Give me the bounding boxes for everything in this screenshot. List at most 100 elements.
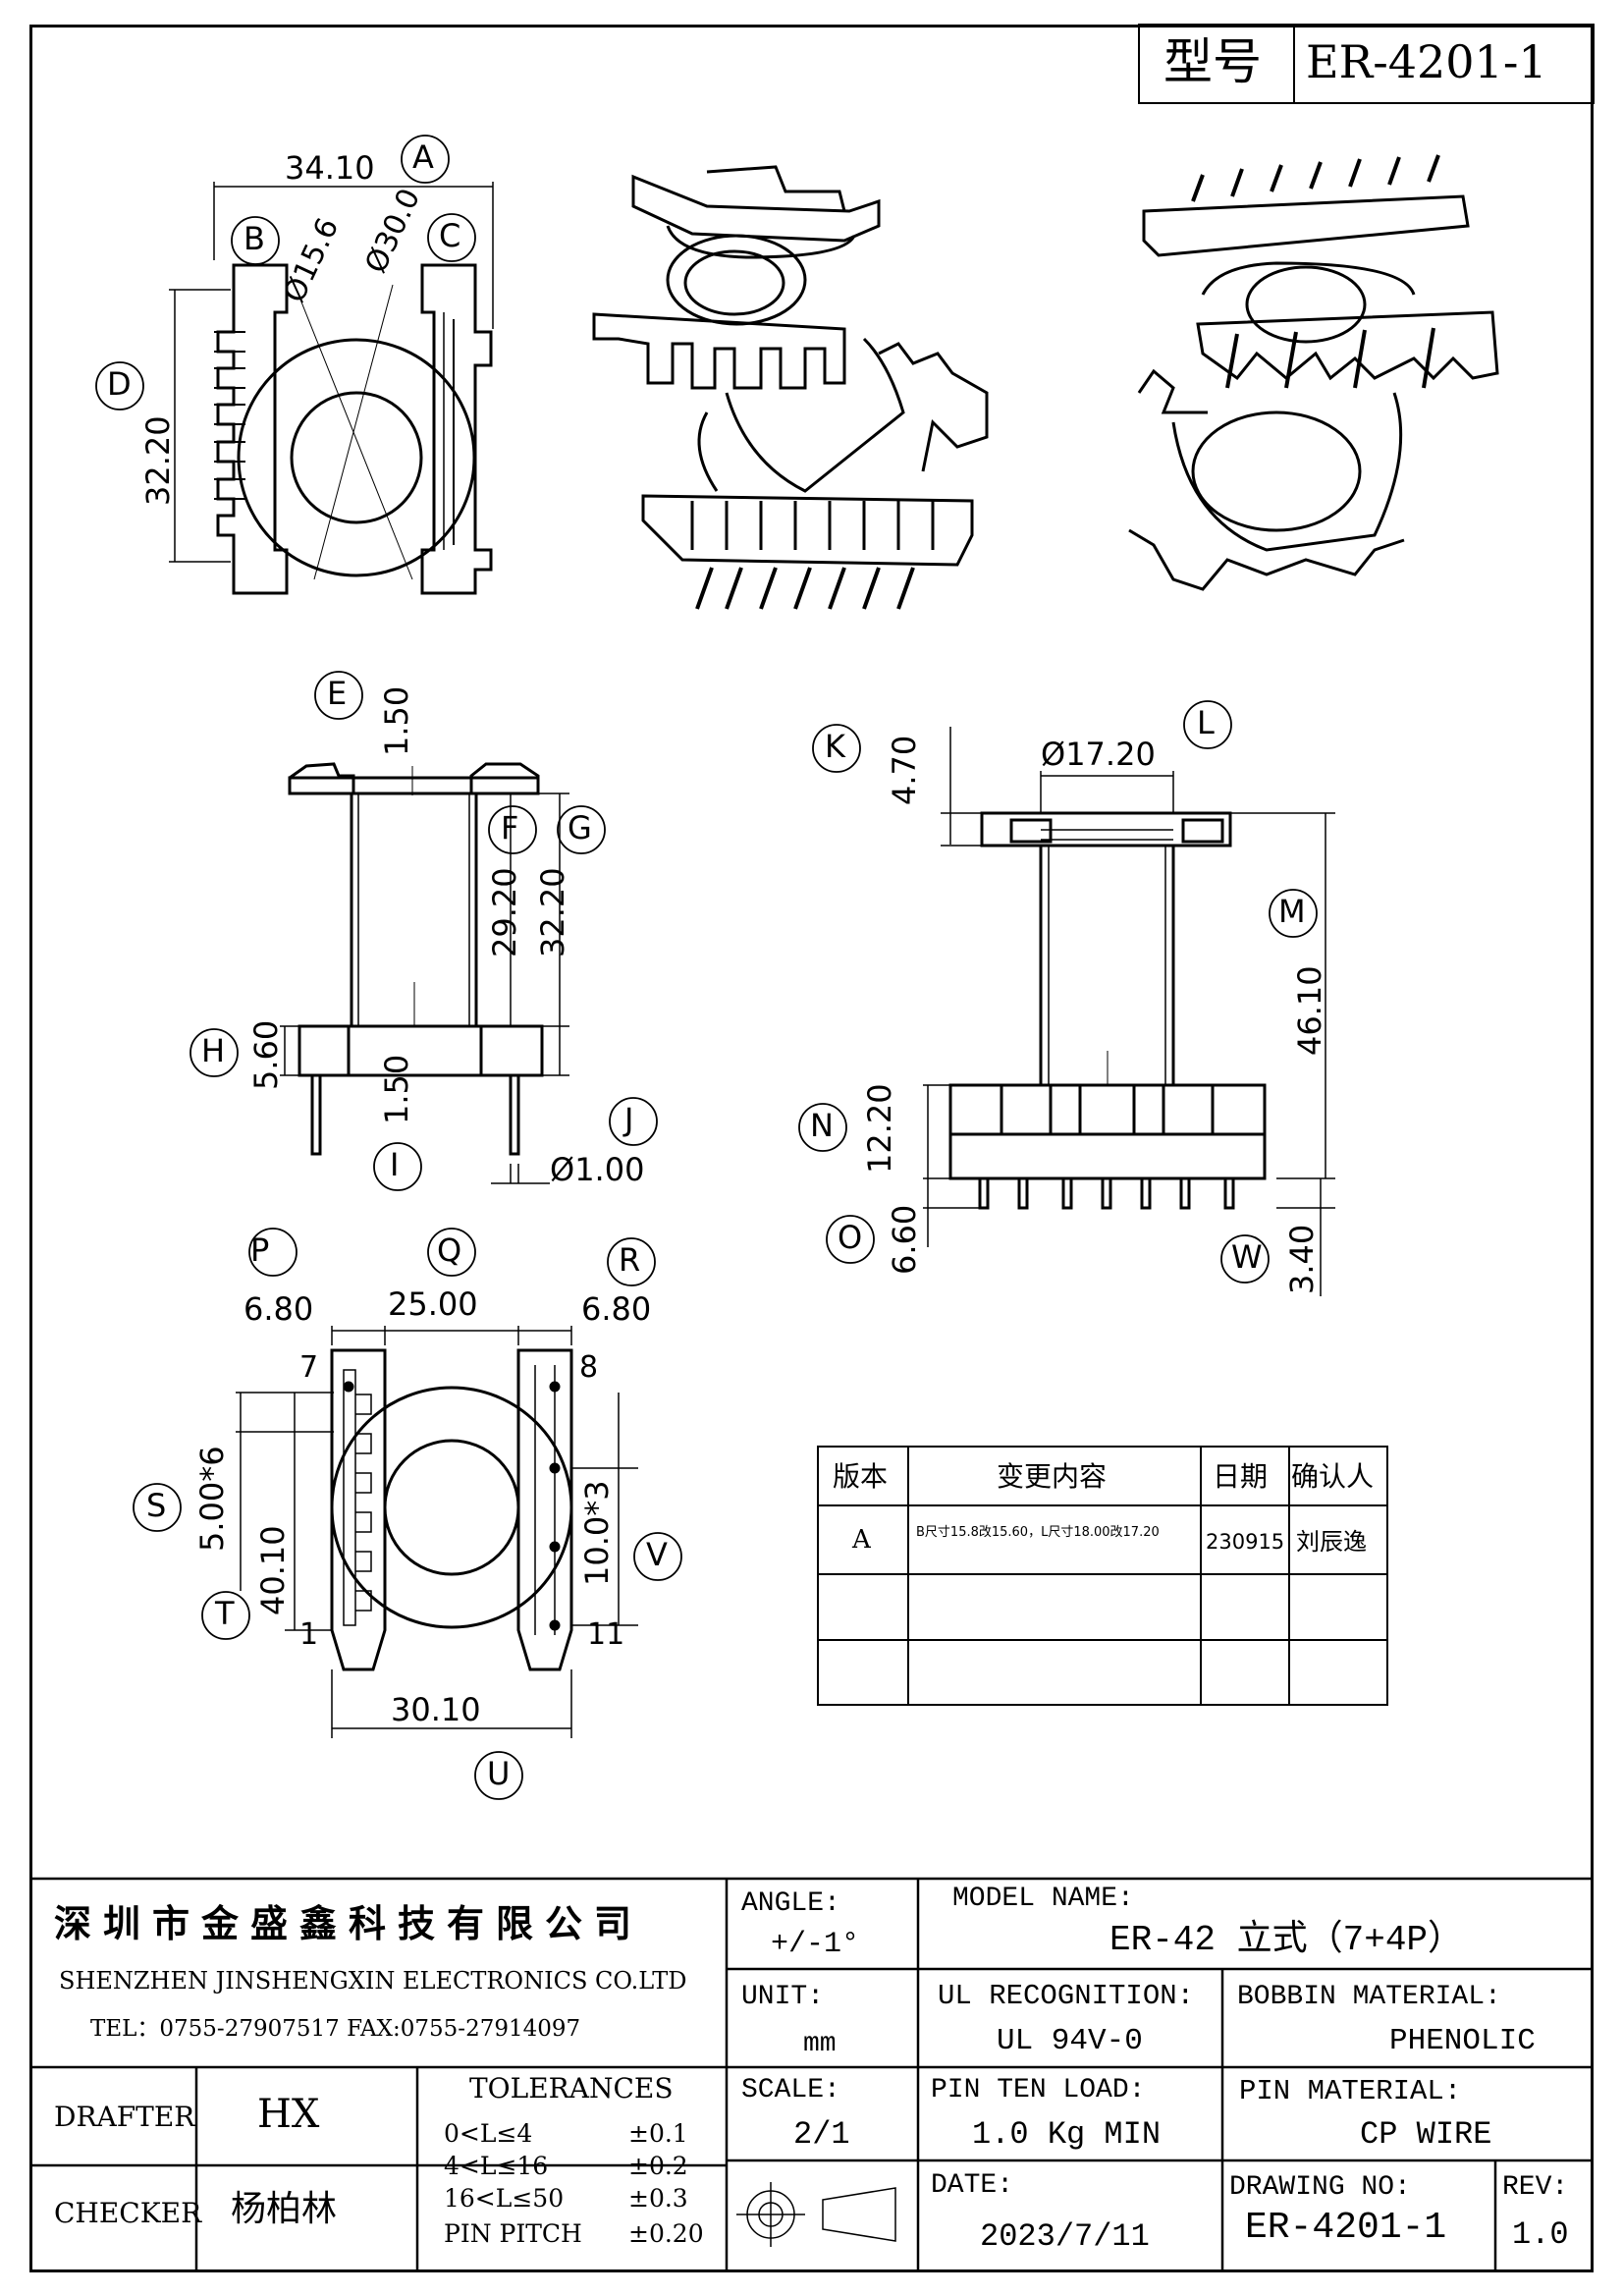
bottom-view	[330, 1348, 573, 1671]
tol-range-1: 0<L≤4	[444, 2119, 533, 2148]
pin-material-value: CP WIRE	[1360, 2116, 1492, 2153]
callout-o: O	[838, 1219, 863, 1256]
dim-t: 40.10	[254, 1525, 292, 1615]
pin-7-label: 7	[299, 1350, 319, 1385]
tol-range-2: 4<L≤16	[444, 2152, 549, 2180]
dim-p: 6.80	[243, 1290, 314, 1328]
revision-table-grid	[817, 1446, 1388, 1706]
scale-value: 2/1	[793, 2116, 850, 2153]
unit-label: UNIT:	[741, 1982, 825, 2012]
rev-row-date: 230915	[1206, 1530, 1285, 1554]
callout-c: C	[439, 217, 461, 254]
dim-r: 6.80	[581, 1290, 652, 1328]
callout-j: J	[624, 1101, 634, 1138]
tolerances-label: TOLERANCES	[469, 2072, 674, 2105]
callout-i: I	[390, 1146, 400, 1183]
ul-label: UL RECOGNITION:	[938, 1980, 1195, 2012]
bobbin-label: BOBBIN MATERIAL:	[1237, 1982, 1501, 2012]
date-value: 2023/7/11	[980, 2218, 1150, 2255]
drawing-no-value: ER-4201-1	[1245, 2207, 1447, 2249]
drawing-no-label: DRAWING NO:	[1229, 2172, 1411, 2203]
drafter-value: HX	[257, 2092, 320, 2137]
pin-load-value: 1.0 Kg MIN	[972, 2116, 1162, 2153]
ul-value: UL 94V-0	[997, 2024, 1143, 2058]
bobbin-value: PHENOLIC	[1389, 2024, 1536, 2058]
dim-top-height: 32.20	[139, 415, 177, 506]
callout-u: U	[487, 1755, 511, 1792]
title-block-grid	[29, 1877, 1594, 2272]
callout-b: B	[243, 220, 265, 257]
pin-1-label: 1	[299, 1617, 319, 1652]
callout-v: V	[646, 1536, 668, 1573]
rev-header-change: 变更内容	[997, 1460, 1108, 1493]
company-contact: TEL：0755-27907517 FAX:0755-27914097	[90, 2016, 581, 2042]
dim-k: 4.70	[886, 735, 923, 805]
callout-r: R	[619, 1241, 641, 1279]
unit-value: mm	[803, 2029, 837, 2059]
rev-label: REV:	[1502, 2172, 1569, 2203]
drafter-label: DRAFTER	[54, 2101, 195, 2133]
company-name-en: SHENZHEN JINSHENGXIN ELECTRONICS CO.LTD	[59, 1967, 687, 1995]
tol-value-pitch: ±0.20	[628, 2219, 704, 2248]
dim-o: 6.60	[886, 1204, 923, 1275]
dim-v: 10.0*3	[578, 1480, 616, 1586]
pin-8-label: 8	[579, 1350, 599, 1385]
tol-range-pitch: PIN PITCH	[444, 2219, 582, 2248]
scale-label: SCALE:	[741, 2075, 840, 2105]
callout-h: H	[201, 1032, 226, 1069]
rev-row-by: 刘辰逸	[1296, 1528, 1367, 1556]
callout-w: W	[1231, 1238, 1263, 1276]
dim-q: 25.00	[388, 1285, 478, 1323]
callout-a: A	[412, 138, 434, 176]
company-name-cn: 深圳市金盛鑫科技有限公司	[54, 1901, 644, 1945]
pin-material-label: PIN MATERIAL:	[1239, 2075, 1462, 2107]
iso-view-1	[592, 165, 989, 610]
top-view	[214, 263, 493, 595]
dim-f: 29.20	[486, 867, 523, 957]
dim-j: Ø1.00	[550, 1151, 645, 1188]
model-label: MODEL NAME:	[952, 1884, 1134, 1914]
pin-load-label: PIN TEN LOAD:	[931, 2075, 1146, 2105]
dim-n: 12.20	[861, 1083, 898, 1174]
rev-header-date: 日期	[1213, 1460, 1269, 1493]
callout-n: N	[810, 1107, 834, 1144]
header-box	[1138, 24, 1595, 104]
model-value: ER-42 立式（7+4P）	[1109, 1920, 1464, 1960]
drawing-frame	[29, 25, 1594, 2272]
rev-header-by: 确认人	[1291, 1460, 1375, 1493]
callout-m: M	[1278, 893, 1306, 930]
dim-top-width: 34.10	[285, 149, 375, 187]
dim-i: 1.50	[378, 1054, 415, 1124]
rev-value: 1.0	[1512, 2216, 1569, 2253]
callout-f: F	[501, 809, 519, 847]
dim-s: 5.00*6	[193, 1446, 231, 1552]
callout-p: P	[250, 1231, 270, 1269]
callout-e: E	[327, 675, 348, 712]
rev-row-change: B尺寸15.8改15.60，L尺寸18.00改17.20	[916, 1525, 1160, 1540]
side-view	[948, 811, 1267, 1210]
callout-k: K	[825, 728, 845, 765]
callout-s: S	[146, 1487, 167, 1524]
dim-m: 46.10	[1291, 965, 1328, 1056]
rev-row-ver: A	[852, 1525, 871, 1555]
callout-g: G	[568, 809, 592, 847]
dim-w: 3.40	[1283, 1224, 1321, 1294]
tol-value-1: ±0.1	[628, 2119, 688, 2148]
angle-label: ANGLE:	[741, 1888, 840, 1919]
dim-e: 1.50	[378, 685, 415, 756]
projection-symbol	[736, 2182, 896, 2247]
dim-g: 32.20	[534, 867, 571, 957]
angle-value: +/-1°	[771, 1928, 860, 1961]
checker-value: 杨柏林	[231, 2189, 338, 2229]
type-label: 型号	[1163, 33, 1262, 90]
tol-value-2: ±0.2	[628, 2152, 688, 2180]
tol-range-3: 16<L≤50	[444, 2184, 565, 2213]
date-label: DATE:	[931, 2170, 1014, 2201]
rev-header-ver: 版本	[833, 1460, 889, 1493]
front-view	[288, 762, 544, 1156]
callout-d: D	[107, 365, 132, 403]
dim-l: Ø17.20	[1041, 736, 1156, 773]
dim-h: 5.60	[247, 1019, 285, 1090]
iso-view-2	[1128, 154, 1499, 591]
